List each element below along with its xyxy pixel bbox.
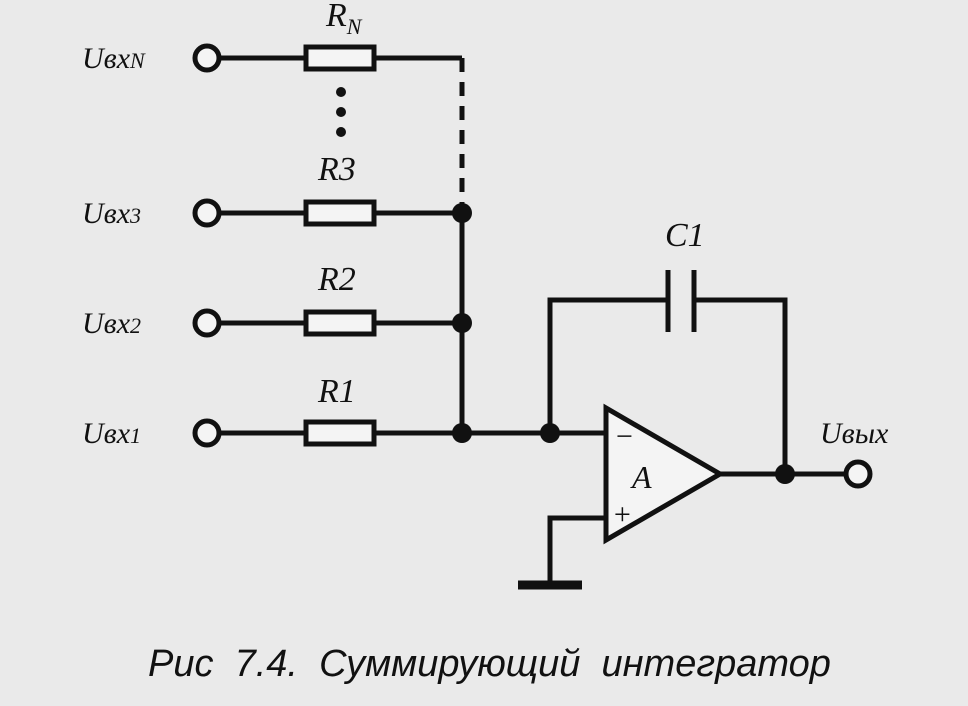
input-terminal-2 <box>192 308 222 338</box>
ellipsis-dot <box>336 87 346 97</box>
resistor-label-rn: RN <box>325 0 363 39</box>
resistor-r1 <box>303 419 377 447</box>
input-label-n: UвхN <box>82 42 146 75</box>
figure-caption: Рис 7.4. Суммирующий интегратор <box>148 643 831 685</box>
input-label-1: Uвх1 <box>82 417 141 450</box>
opamp-minus-label: − <box>614 420 634 453</box>
wire-noninverting-ground <box>547 515 606 585</box>
feedback-wire-right <box>694 297 788 474</box>
output-label: Uвых <box>820 417 889 450</box>
junction-node <box>452 423 472 443</box>
resistor-rn <box>303 44 377 72</box>
capacitor-label: C1 <box>665 217 705 254</box>
resistor-r2 <box>303 309 377 337</box>
input-terminal-1 <box>192 418 222 448</box>
junction-node <box>452 313 472 333</box>
junction-node <box>775 464 795 484</box>
input-terminal-3 <box>192 198 222 228</box>
opamp-symbol <box>603 403 725 545</box>
opamp-plus-label: + <box>612 498 632 531</box>
junction-node <box>452 203 472 223</box>
ellipsis-dot <box>336 107 346 117</box>
resistor-label-r1: R1 <box>317 373 356 410</box>
resistor-label-r2: R2 <box>317 261 356 298</box>
resistor-r3 <box>303 199 377 227</box>
feedback-wire-left <box>547 297 668 433</box>
input-terminal-n <box>192 43 222 73</box>
input-label-2: Uвх2 <box>82 307 141 340</box>
input-label-3: Uвх3 <box>82 197 141 230</box>
opamp-label: A <box>630 459 652 495</box>
resistor-label-r3: R3 <box>317 151 356 188</box>
output-terminal <box>843 459 873 489</box>
ellipsis-dot <box>336 127 346 137</box>
